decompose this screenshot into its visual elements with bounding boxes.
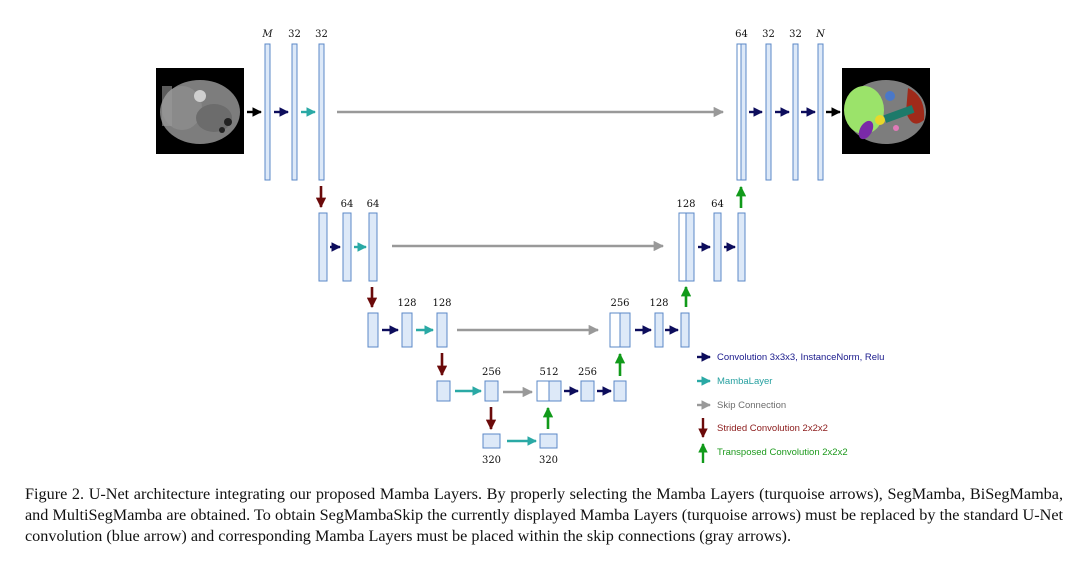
legend-label-conv: Convolution 3x3x3, InstanceNorm, Relu (717, 352, 884, 363)
channel-label: 128 (649, 298, 668, 309)
channel-label: 64 (341, 199, 354, 210)
feature-block (484, 380, 499, 402)
feature-block (765, 43, 772, 181)
feature-block (436, 380, 451, 402)
channel-label: 256 (482, 367, 501, 378)
channel-label: 32 (315, 29, 328, 40)
unet-diagram: M 32 32 64 32 32 N 64 64 128 64 128 128 (156, 29, 930, 466)
feature-block (685, 212, 695, 282)
channel-label: 64 (711, 199, 724, 210)
channel-label: 512 (539, 367, 558, 378)
feature-block (264, 43, 271, 181)
transposed-arrows (542, 185, 747, 429)
feature-block (713, 212, 722, 282)
encoder-level-4: 256 (436, 367, 501, 402)
channel-label: 128 (676, 199, 695, 210)
feature-block (318, 212, 328, 282)
feature-block (580, 380, 595, 402)
encoder-level-3: 128 128 (367, 298, 452, 348)
channel-label: 128 (397, 298, 416, 309)
feature-block (609, 312, 621, 348)
feature-block (401, 312, 413, 348)
legend-label-mamba: MambaLayer (717, 376, 772, 387)
feature-block (740, 43, 747, 181)
channel-label: 64 (367, 199, 380, 210)
channel-label: 32 (762, 29, 775, 40)
channel-label: 128 (432, 298, 451, 309)
feature-block (792, 43, 799, 181)
feature-block (536, 380, 550, 402)
mamba-arrows (301, 107, 537, 446)
channel-label: 32 (789, 29, 802, 40)
encoder-level-2: 64 64 (318, 199, 380, 282)
channel-label: 32 (288, 29, 301, 40)
channel-label: M (261, 29, 273, 40)
legend-label-skip: Skip Connection (717, 400, 786, 411)
feature-block (613, 380, 627, 402)
conv-arrows (274, 107, 816, 396)
middle-level-4: 512 256 (536, 367, 627, 402)
channel-label: 320 (482, 455, 501, 466)
legend: Convolution 3x3x3, InstanceNorm, Relu Ma… (697, 352, 884, 463)
feature-block (539, 433, 558, 449)
feature-block (817, 43, 824, 181)
feature-block (548, 380, 562, 402)
strided-arrows (315, 186, 497, 431)
encoder-level-1: M 32 32 (261, 29, 328, 181)
feature-block (291, 43, 298, 181)
feature-block (367, 312, 379, 348)
decoder-level-2: 128 64 (676, 199, 746, 282)
decoder-level-3: 256 128 (609, 298, 690, 348)
feature-block (318, 43, 325, 181)
feature-block (619, 312, 631, 348)
figure-caption: Figure 2. U-Net architecture integrating… (25, 485, 1063, 545)
feature-block (436, 312, 448, 348)
channel-label: 256 (578, 367, 597, 378)
output-segmentation-image (842, 68, 930, 154)
feature-block (368, 212, 378, 282)
channel-label: N (815, 29, 826, 40)
feature-block (654, 312, 664, 348)
input-ct-image (156, 68, 244, 154)
skip-arrows (337, 106, 725, 398)
channel-label: 256 (610, 298, 629, 309)
feature-block (737, 212, 746, 282)
decoder-level-1: 64 32 32 N (735, 29, 826, 181)
legend-label-transposed: Transposed Convolution 2x2x2 (717, 447, 848, 458)
feature-block (680, 312, 690, 348)
feature-block (342, 212, 352, 282)
feature-block (482, 433, 501, 449)
channel-label: 64 (735, 29, 748, 40)
legend-label-strided: Strided Convolution 2x2x2 (717, 423, 828, 434)
bottleneck-level: 320 320 (482, 433, 558, 466)
channel-label: 320 (539, 455, 558, 466)
